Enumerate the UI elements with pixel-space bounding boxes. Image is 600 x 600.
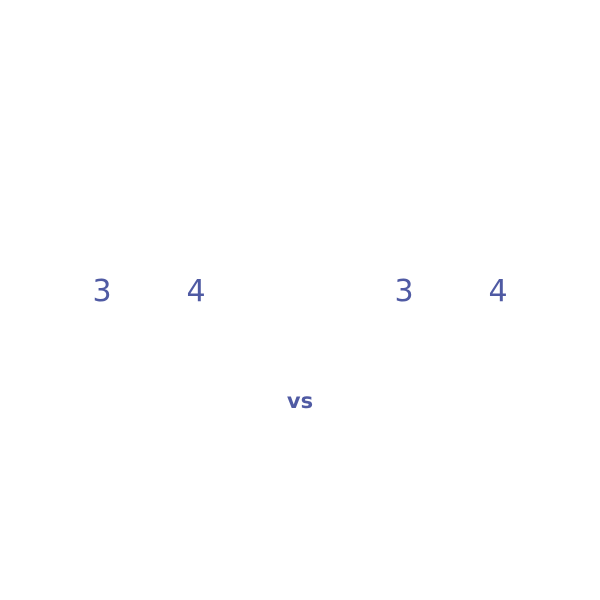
right-number-3: 3	[394, 274, 414, 309]
versus-label: vs	[286, 389, 314, 413]
left-number-4: 4	[186, 274, 206, 309]
right-number-4: 4	[488, 274, 508, 309]
left-number-3: 3	[92, 274, 112, 309]
